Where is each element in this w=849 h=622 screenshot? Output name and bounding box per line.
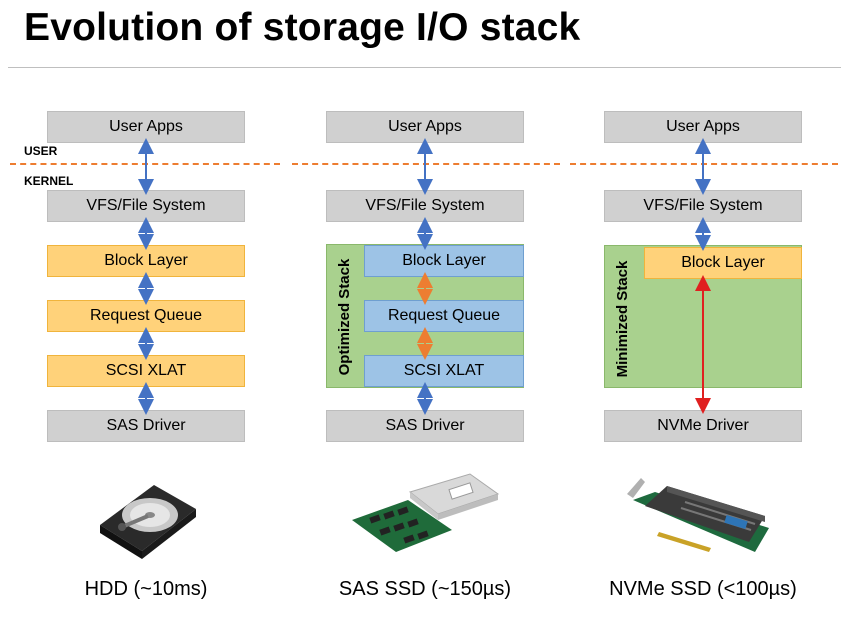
user-label: USER bbox=[24, 144, 58, 158]
kernel-label: KERNEL bbox=[24, 174, 74, 188]
nvme-ssd-caption: NVMe SSD (<100µs) bbox=[609, 578, 797, 600]
nvme-card-image bbox=[627, 478, 769, 552]
vfs-box-sas-ssd: VFS/File System bbox=[326, 190, 524, 222]
sas-ssd-caption: SAS SSD (~150µs) bbox=[338, 578, 512, 600]
user-apps-box-sas-ssd: User Apps bbox=[326, 111, 524, 143]
sas-driver-box-sas-ssd: SAS Driver bbox=[326, 410, 524, 442]
slide-title: Evolution of storage I/O stack bbox=[24, 6, 581, 49]
block-layer-box-sas-ssd: Block Layer bbox=[364, 245, 524, 277]
scsi-xlat-box-hdd: SCSI XLAT bbox=[47, 355, 245, 387]
scsi-xlat-box-sas-ssd: SCSI XLAT bbox=[364, 355, 524, 387]
block-layer-box-nvme: Block Layer bbox=[644, 247, 802, 279]
title-divider bbox=[8, 67, 841, 68]
user-apps-box-hdd: User Apps bbox=[47, 111, 245, 143]
hdd-caption: HDD (~10ms) bbox=[84, 578, 208, 600]
hdd-image bbox=[100, 485, 196, 559]
request-queue-box-sas-ssd: Request Queue bbox=[364, 300, 524, 332]
sas-ssd-image bbox=[352, 473, 500, 552]
